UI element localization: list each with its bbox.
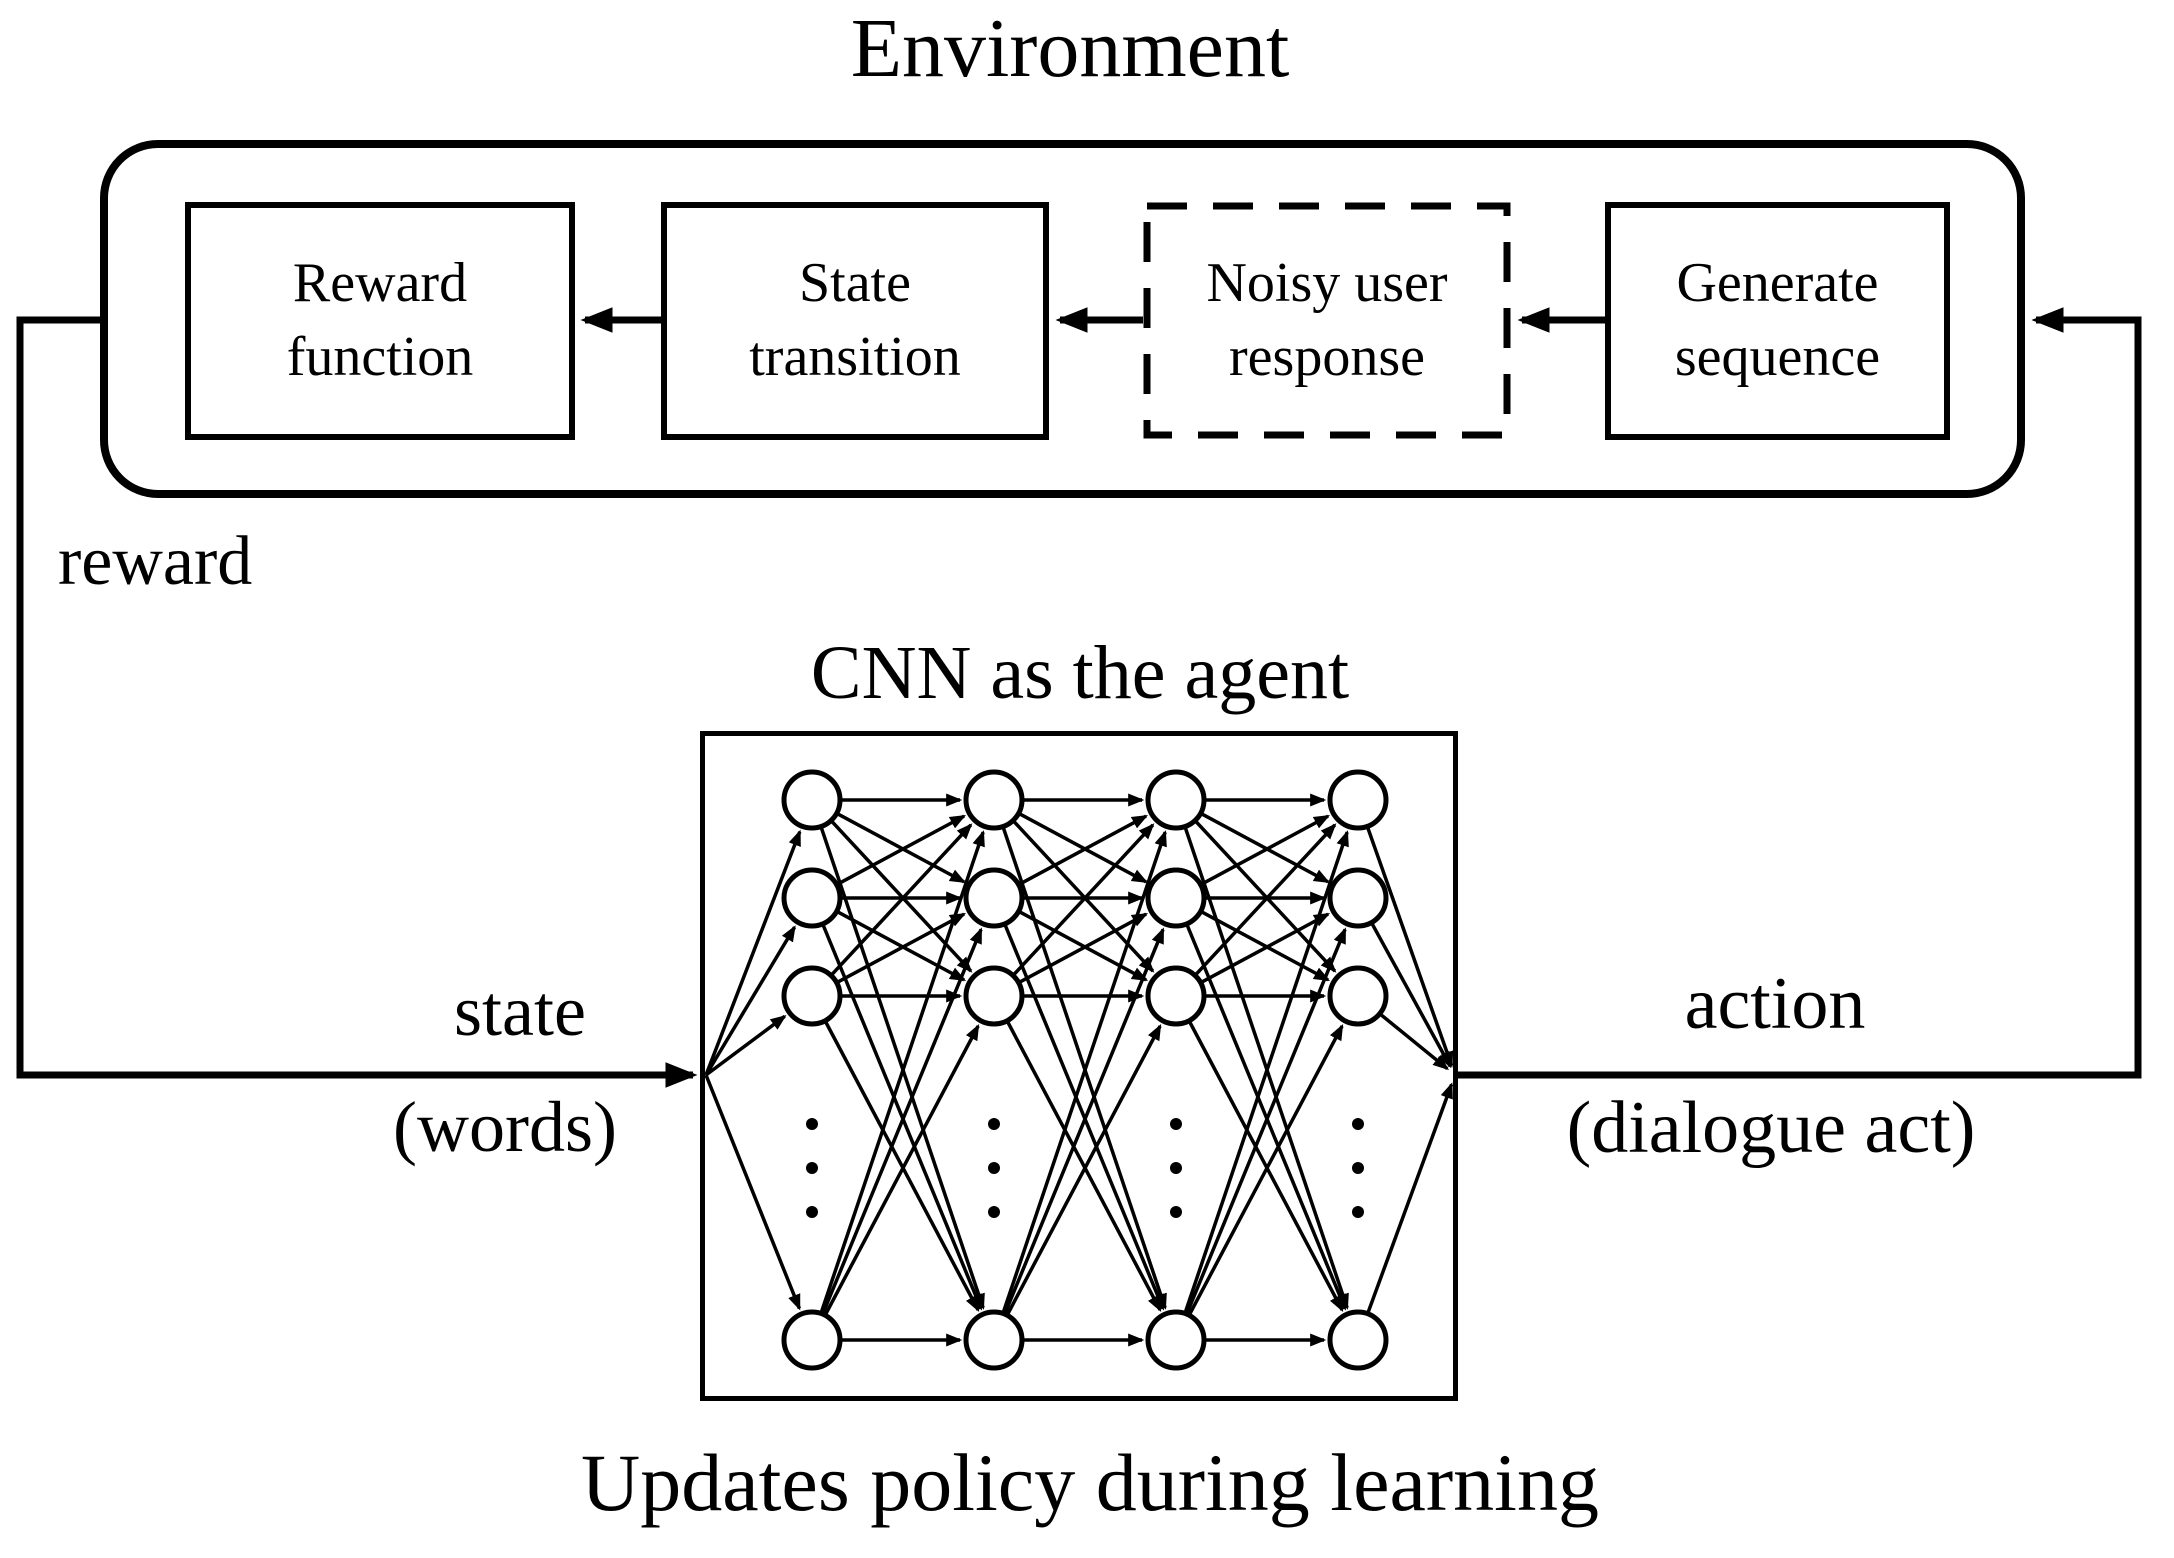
cnn-agent-title: CNN as the agent bbox=[810, 631, 1350, 715]
box-state-transition: State transition bbox=[661, 202, 1049, 440]
policy-update-caption: Updates policy during learning bbox=[581, 1437, 1599, 1528]
action-edge-label: action bbox=[1684, 963, 1866, 1045]
box-generate-sequence-label: Generate sequence bbox=[1674, 252, 1881, 388]
cnn-agent-box bbox=[700, 731, 1458, 1401]
box-reward-function: Reward function bbox=[185, 202, 575, 440]
box-noisy-user-response: Noisy user response bbox=[1143, 202, 1511, 440]
box-reward-function-label: Reward function bbox=[286, 252, 474, 388]
box-noisy-user-response-label: Noisy user response bbox=[1206, 252, 1448, 388]
action-edge-sublabel: (dialogue act) bbox=[1566, 1087, 1976, 1169]
reward-edge-label: reward bbox=[58, 523, 253, 600]
state-edge-sublabel: (words) bbox=[393, 1087, 617, 1167]
state-edge-label: state bbox=[454, 971, 586, 1051]
environment-title: Environment bbox=[850, 2, 1290, 95]
box-generate-sequence: Generate sequence bbox=[1605, 202, 1950, 440]
box-state-transition-label: State transition bbox=[749, 252, 961, 388]
